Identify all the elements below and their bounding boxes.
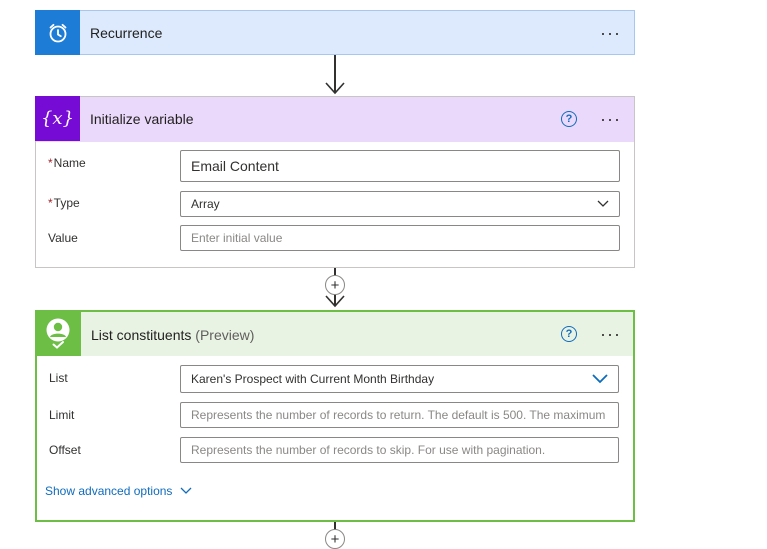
alarm-clock-icon [35,10,80,55]
help-icon[interactable]: ? [561,111,577,127]
connector-arrowhead [325,82,345,95]
name-label: *Name [48,156,86,170]
type-value: Array [191,197,220,211]
variable-icon: {x} [35,96,80,141]
help-icon[interactable]: ? [561,326,577,342]
required-mark: * [48,196,53,210]
show-advanced-options-label: Show advanced options [45,484,173,498]
constituent-user-icon [35,310,81,356]
plus-icon: + [330,530,340,548]
initialize-variable-card[interactable]: {x} Initialize variable ? ··· *Name *Typ… [35,96,635,268]
connector-line [334,55,336,93]
offset-field[interactable] [180,437,619,463]
chevron-down-icon [592,374,608,384]
value-field[interactable] [180,225,620,251]
name-field[interactable] [180,150,620,182]
variable-icon-text: {x} [40,108,75,129]
insert-step-button[interactable]: + [325,275,345,295]
list-constituents-more-button[interactable]: ··· [600,324,621,344]
list-value: Karen's Prospect with Current Month Birt… [191,372,435,386]
chevron-down-icon [180,487,192,494]
initialize-variable-more-button[interactable]: ··· [600,109,621,129]
list-label: List [49,371,68,385]
list-constituents-title: List constituents (Preview) [91,327,255,343]
initialize-variable-title: Initialize variable [90,111,194,127]
list-dropdown[interactable]: Karen's Prospect with Current Month Birt… [180,365,619,393]
list-constituents-card[interactable]: List constituents (Preview) ? ··· List K… [35,310,635,522]
chevron-down-icon [597,200,609,207]
recurrence-title: Recurrence [90,25,163,41]
insert-step-button[interactable]: + [325,529,345,549]
limit-label: Limit [49,408,75,422]
plus-icon: + [330,276,340,294]
recurrence-more-button[interactable]: ··· [600,23,621,43]
recurrence-card[interactable]: Recurrence ··· [35,10,635,55]
list-constituents-header[interactable] [37,312,633,356]
connector-arrowhead [325,295,345,308]
offset-label: Offset [49,443,81,457]
required-mark: * [48,156,53,170]
limit-field[interactable] [180,402,619,428]
value-label: Value [48,231,78,245]
preview-tag: (Preview) [195,327,255,343]
type-label: *Type [48,196,80,210]
initialize-variable-header[interactable] [36,97,634,142]
type-dropdown[interactable]: Array [180,191,620,217]
show-advanced-options-link[interactable]: Show advanced options [45,484,192,498]
